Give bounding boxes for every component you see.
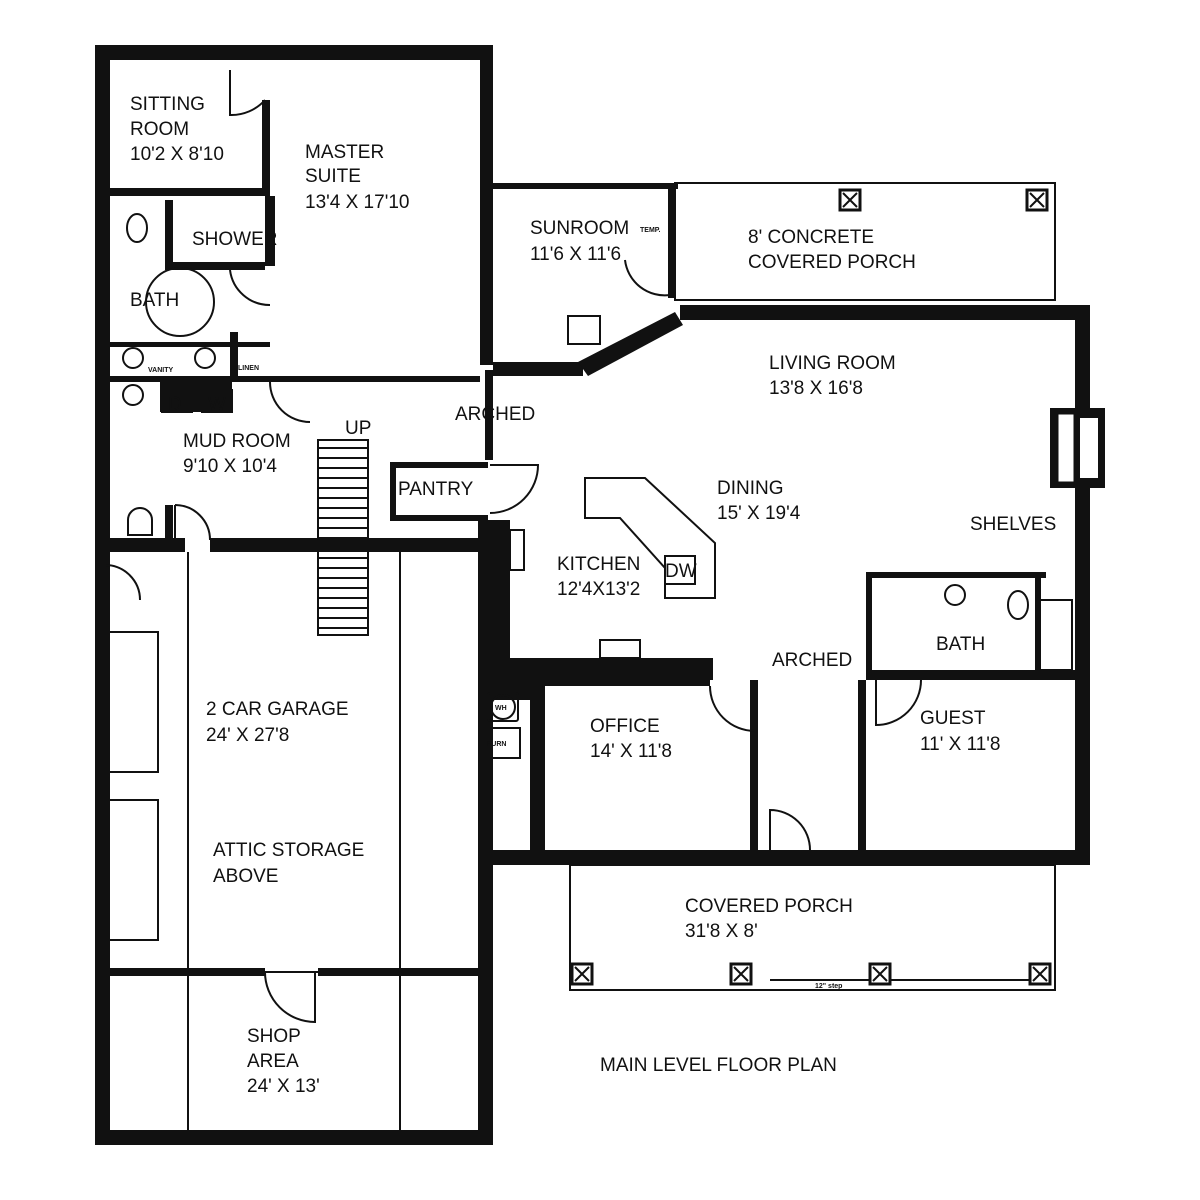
doors (104, 70, 922, 1024)
shower-label: SHOWER (192, 229, 278, 250)
dishwasher-label: DW (665, 561, 697, 582)
sitting-room-size: 10'2 X 8'10 (130, 144, 224, 165)
washer-label: W (208, 394, 226, 415)
porch-post-icon (1025, 188, 1049, 212)
office-size: 14' X 11'8 (590, 741, 672, 762)
garage-label: 2 CAR GARAGE (206, 699, 349, 720)
vanity-label: VANITY (148, 367, 173, 374)
porch-post-icon (1028, 962, 1052, 986)
kitchen-size: 12'4X13'2 (557, 579, 640, 600)
kitchen-label: KITCHEN (557, 554, 640, 575)
master-bath-label: BATH (130, 290, 179, 311)
concrete-porch-label-2: COVERED PORCH (748, 252, 916, 273)
arched-label-1: ARCHED (455, 404, 535, 425)
garage-size: 24' X 27'8 (206, 725, 289, 746)
thin-lines (97, 182, 1073, 1130)
walls (95, 45, 1105, 1145)
arched-label-2: ARCHED (772, 650, 852, 671)
dining-label: DINING (717, 478, 784, 499)
attic-label-2: ABOVE (213, 866, 278, 887)
attic-label: ATTIC STORAGE (213, 840, 364, 861)
stairs-up-label: UP (345, 418, 371, 439)
temp-label: TEMP. (640, 227, 661, 234)
plan-title: MAIN LEVEL FLOOR PLAN (600, 1055, 837, 1076)
sunroom-label: SUNROOM (530, 218, 629, 239)
sunroom-size: 11'6 X 11'6 (530, 244, 621, 265)
porch-post-icon (838, 188, 862, 212)
master-suite-label: MASTER (305, 142, 384, 163)
office-label: OFFICE (590, 716, 660, 737)
porch-post-icon (868, 962, 892, 986)
mud-room-label: MUD ROOM (183, 431, 291, 452)
dryer-label: D (168, 394, 182, 415)
porch-post-icon (729, 962, 753, 986)
shop-label: SHOP (247, 1026, 301, 1047)
water-heater-label: WH (495, 705, 507, 712)
living-room-size: 13'8 X 16'8 (769, 378, 863, 399)
shelves-label: SHELVES (970, 514, 1056, 535)
master-suite-label-2: SUITE (305, 166, 361, 187)
master-suite-size: 13'4 X 17'10 (305, 192, 409, 213)
sitting-room-label: SITTING (130, 94, 205, 115)
mud-room-size: 9'10 X 10'4 (183, 456, 277, 477)
linen-label: LINEN (238, 365, 259, 372)
dining-size: 15' X 19'4 (717, 503, 801, 524)
furnace-label: FURN (487, 741, 506, 748)
shop-size: 24' X 13' (247, 1076, 320, 1097)
pantry-label: PANTRY (398, 479, 474, 500)
concrete-porch-label: 8' CONCRETE (748, 227, 874, 248)
guest-bath-label: BATH (936, 634, 985, 655)
guest-size: 11' X 11'8 (920, 734, 1001, 755)
shop-label-2: AREA (247, 1051, 299, 1072)
step-label: 12" step (815, 983, 842, 990)
covered-porch-size: 31'8 X 8' (685, 921, 758, 942)
living-room-label: LIVING ROOM (769, 353, 896, 374)
porch-posts (570, 188, 1052, 986)
guest-label: GUEST (920, 708, 986, 729)
porch-post-icon (570, 962, 594, 986)
sitting-room-label-2: ROOM (130, 119, 189, 140)
covered-porch-label: COVERED PORCH (685, 896, 853, 917)
